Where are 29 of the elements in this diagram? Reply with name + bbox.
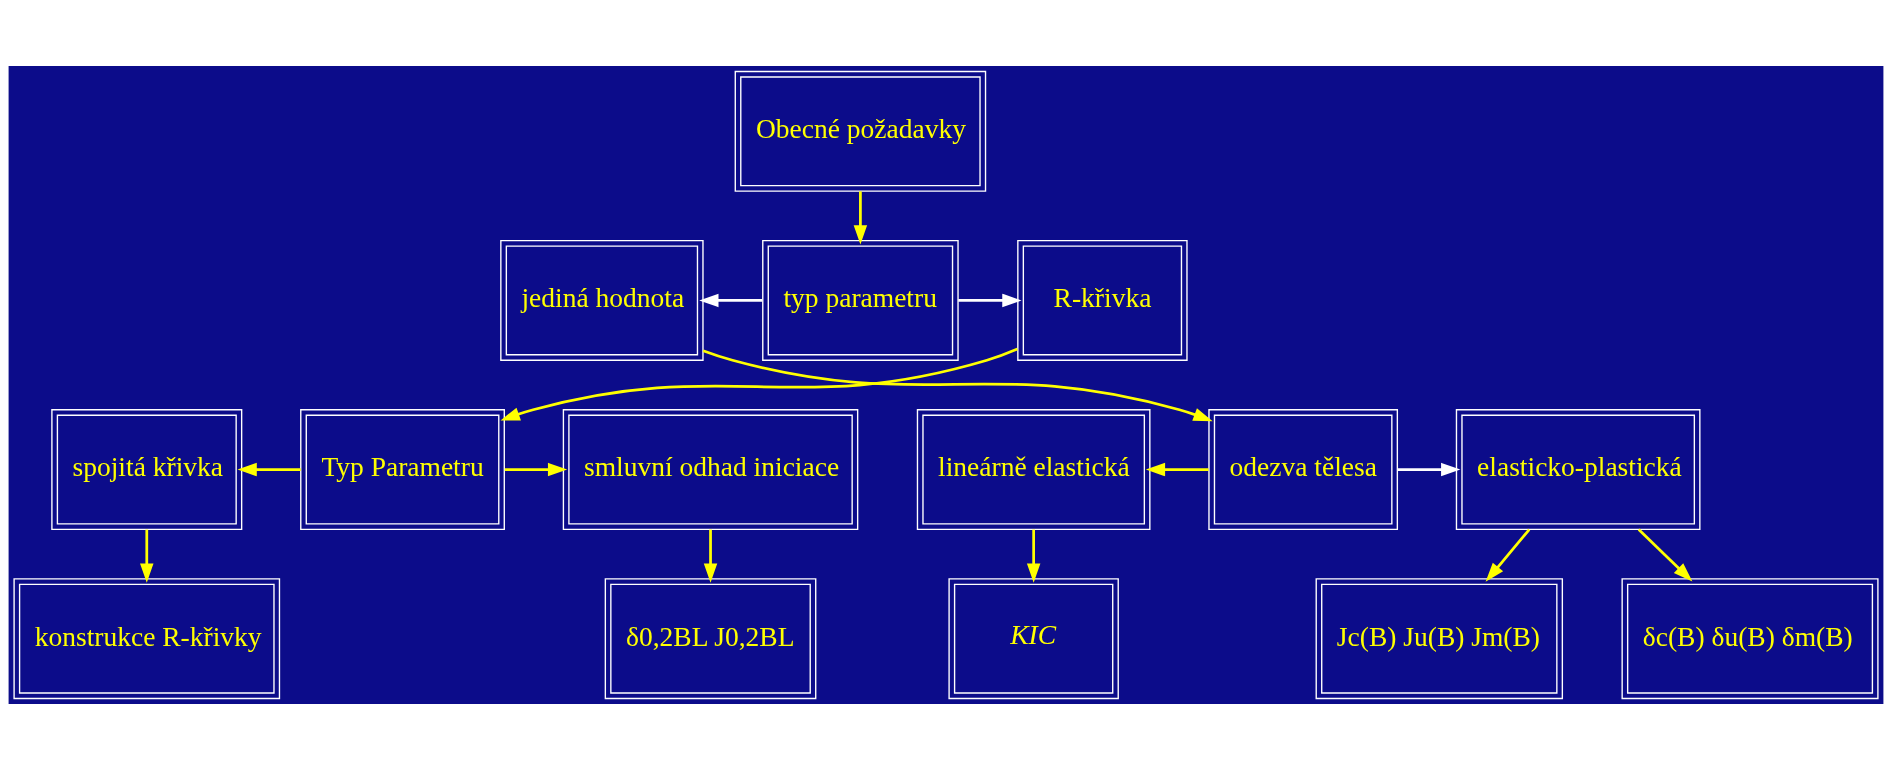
arrow [1637, 528, 1693, 582]
node-box: Jc(B) Ju(B) Jm(B) [1315, 578, 1564, 700]
node-box: R-křivka [1017, 239, 1188, 361]
node-box: konstrukce R-křivky [13, 578, 281, 700]
node-box: jediná hodnota [500, 239, 704, 361]
arrow [699, 293, 763, 308]
node-box: δ0,2BL J0,2BL [604, 578, 817, 700]
node-box: elasticko-plastická [1455, 409, 1701, 531]
arrow [504, 462, 568, 477]
arrow [703, 529, 718, 583]
arrow [702, 349, 1213, 422]
arrow [500, 347, 1018, 421]
arrow [853, 191, 868, 245]
node-box: δc(B) δu(B) δm(B) [1621, 578, 1879, 700]
arrow [1485, 528, 1531, 582]
node-box: smluvní odhad iniciace [562, 409, 859, 531]
arrow [237, 462, 301, 477]
node-box: typ parametru [762, 239, 959, 361]
arrow [1145, 462, 1209, 477]
node-box: lineárně elastická [916, 409, 1151, 531]
arrow [958, 293, 1022, 308]
arrow [1397, 462, 1461, 477]
arrow [1026, 529, 1041, 583]
node-box: Typ Parametru [300, 409, 505, 531]
node-box: spojitá křivka [51, 409, 243, 531]
node-box: Obecné požadavky [734, 70, 987, 192]
node-box: odezva tělesa [1208, 409, 1399, 531]
node-box: KIC [948, 578, 1119, 700]
arrow [140, 529, 154, 583]
